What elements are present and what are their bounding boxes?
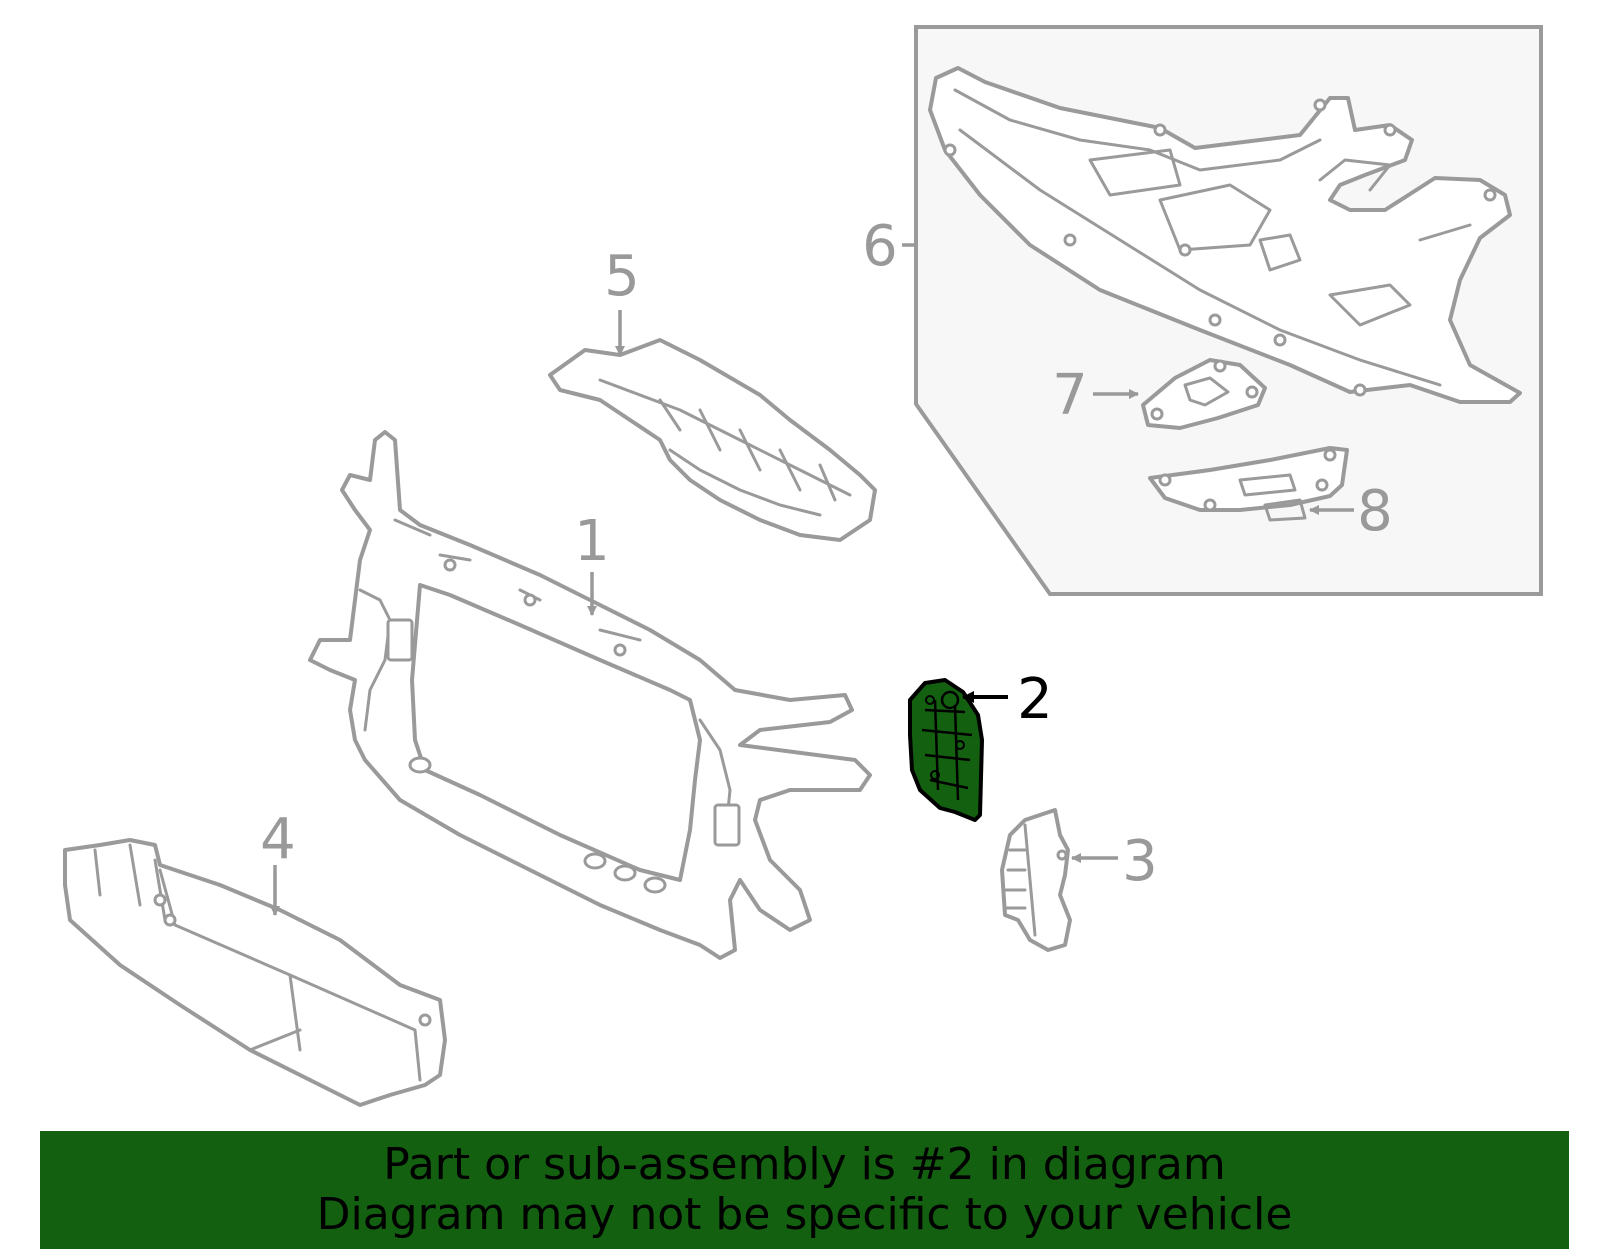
part-4-air-guide[interactable] <box>63 838 447 1107</box>
info-banner: Part or sub-assembly is #2 in diagram Di… <box>40 1131 1569 1249</box>
callout-6: 6 <box>862 214 898 279</box>
part-6-under-cover[interactable] <box>928 66 1522 404</box>
callout-5: 5 <box>604 244 640 309</box>
part-7-bracket[interactable] <box>1141 358 1267 430</box>
part-2-highlighted-bracket[interactable] <box>908 678 984 822</box>
banner-line-1: Part or sub-assembly is #2 in diagram <box>383 1139 1226 1190</box>
part-1-radiator-support[interactable] <box>308 430 872 960</box>
callout-1: 1 <box>574 509 610 574</box>
part-5-upper-cover[interactable] <box>548 338 877 542</box>
callout-4: 4 <box>260 807 296 872</box>
callout-8: 8 <box>1357 479 1393 544</box>
callout-7: 7 <box>1052 363 1088 428</box>
part-3-side-air-guide[interactable] <box>1000 808 1072 952</box>
callout-2: 2 <box>1017 667 1053 732</box>
callout-3: 3 <box>1122 829 1158 894</box>
banner-line-2: Diagram may not be specific to your vehi… <box>316 1189 1293 1240</box>
part-8-bracket[interactable] <box>1148 446 1349 522</box>
